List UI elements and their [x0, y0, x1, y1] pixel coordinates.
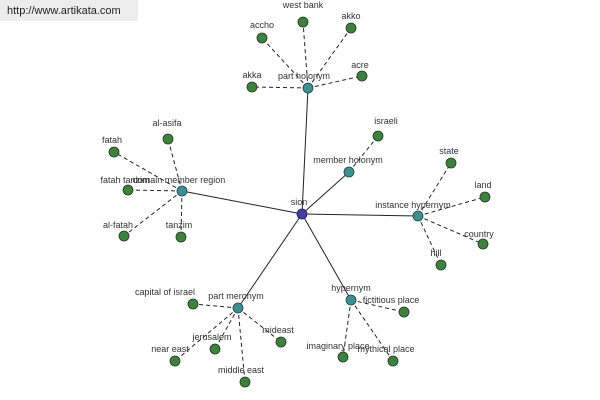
edge-domain-member-region-al-fatah: [123, 190, 183, 237]
hub-label-instance-hypernym: instance hypernym: [375, 200, 451, 210]
leaf-node-capital-of-israel[interactable]: [187, 298, 199, 310]
leaf-node-israeli[interactable]: [372, 130, 384, 142]
leaf-label-jerusalem: jerusalem: [191, 332, 231, 342]
leaf-node-mideast[interactable]: [275, 336, 287, 348]
edge-center-domain-member-region: [181, 190, 303, 215]
edge-member-holonym-israeli: [348, 135, 379, 173]
edge-center-part-holonym: [301, 87, 309, 215]
edge-part-holonym-akko: [307, 27, 352, 89]
leaf-label-capital-of-israel: capital of israel: [135, 287, 195, 297]
leaf-label-fictitious-place: fictitious place: [363, 295, 420, 305]
leaf-node-west-bank[interactable]: [297, 16, 309, 28]
hub-node-hypernym[interactable]: [345, 294, 357, 306]
edge-center-hypernym: [301, 213, 352, 301]
leaf-node-fatah-tanzim[interactable]: [122, 184, 134, 196]
leaf-node-fictitious-place[interactable]: [398, 306, 410, 318]
hub-label-part-holonym: part holonym: [278, 71, 330, 81]
leaf-label-tanzim: tanzim: [166, 220, 193, 230]
hub-label-part-meronym: part meronym: [208, 291, 264, 301]
hub-edges: [181, 87, 419, 309]
leaf-node-al-fatah[interactable]: [118, 230, 130, 242]
leaf-label-fatah-tanzim: fatah tanzim: [100, 175, 149, 185]
hub-node-domain-member-region[interactable]: [176, 185, 188, 197]
graph-labels: west bank accho akko akka acre al-asifa fatah f…: [100, 0, 494, 375]
leaf-edges: [113, 21, 486, 383]
edge-domain-member-region-fatah-tanzim: [127, 189, 183, 192]
leaf-label-fatah: fatah: [102, 135, 122, 145]
hub-label-member-holonym: member holonym: [313, 155, 383, 165]
edge-part-meronym-mideast: [237, 307, 282, 343]
edge-part-meronym-capital-of-israel: [192, 303, 239, 309]
leaf-node-state[interactable]: [445, 157, 457, 169]
watermark-box: http://www.artikata.com: [0, 0, 138, 21]
leaf-label-imaginary-place: imaginary place: [306, 341, 369, 351]
hub-label-domain-member-region: domain member region: [133, 175, 226, 185]
leaf-node-accho[interactable]: [256, 32, 268, 44]
graph-nodes: [108, 16, 491, 388]
leaf-node-imaginary-place[interactable]: [337, 351, 349, 363]
leaf-label-country: country: [464, 229, 494, 239]
leaf-label-middle-east: middle east: [218, 365, 265, 375]
center-node[interactable]: [296, 208, 308, 220]
hub-label-hypernym: hypernym: [331, 283, 371, 293]
edge-domain-member-region-tanzim: [180, 190, 183, 238]
edge-part-holonym-acre: [307, 75, 363, 89]
leaf-node-hill[interactable]: [435, 259, 447, 271]
leaf-label-al-asifa: al-asifa: [152, 118, 181, 128]
edge-hypernym-fictitious-place: [350, 299, 405, 313]
leaf-node-land[interactable]: [479, 191, 491, 203]
edge-instance-hypernym-land: [417, 196, 486, 217]
edge-center-part-meronym: [237, 213, 303, 309]
edge-hypernym-imaginary-place: [342, 299, 352, 358]
leaf-node-middle-east[interactable]: [239, 376, 251, 388]
leaf-label-akka: akka: [242, 70, 261, 80]
edge-hypernym-mythical-place: [350, 299, 394, 362]
leaf-node-country[interactable]: [477, 238, 489, 250]
leaf-node-jerusalem[interactable]: [209, 343, 221, 355]
leaf-label-accho: accho: [250, 20, 274, 30]
leaf-node-near-east[interactable]: [169, 355, 181, 367]
hub-node-part-holonym[interactable]: [302, 82, 314, 94]
hub-node-part-meronym[interactable]: [232, 302, 244, 314]
leaf-label-near-east: near east: [151, 344, 189, 354]
edge-part-holonym-accho: [261, 37, 309, 89]
edge-center-member-holonym: [301, 171, 350, 215]
edge-center-instance-hypernym: [301, 213, 419, 217]
leaf-node-mythical-place[interactable]: [387, 355, 399, 367]
leaf-node-tanzim[interactable]: [175, 231, 187, 243]
leaf-label-acre: acre: [351, 60, 369, 70]
edge-part-holonym-akka: [251, 86, 309, 89]
edge-instance-hypernym-hill: [417, 215, 442, 266]
leaf-label-israeli: israeli: [374, 116, 398, 126]
edge-instance-hypernym-state: [417, 162, 452, 217]
leaf-node-akko[interactable]: [345, 22, 357, 34]
leaf-label-land: land: [474, 180, 491, 190]
edge-part-meronym-jerusalem: [214, 307, 239, 350]
edge-domain-member-region-al-asifa: [167, 138, 183, 192]
center-label: sion: [291, 197, 308, 207]
leaf-label-al-fatah: al-fatah: [103, 220, 133, 230]
watermark-url: http://www.artikata.com: [7, 5, 121, 17]
edge-domain-member-region-fatah: [113, 151, 183, 192]
leaf-node-akka[interactable]: [246, 81, 258, 93]
leaf-label-hill: hill: [430, 248, 441, 258]
leaf-node-fatah[interactable]: [108, 146, 120, 158]
hub-node-member-holonym[interactable]: [343, 166, 355, 178]
leaf-label-west-bank: west bank: [282, 0, 324, 10]
leaf-node-acre[interactable]: [356, 70, 368, 82]
leaf-label-state: state: [439, 146, 459, 156]
leaf-label-mythical-place: mythical place: [357, 344, 414, 354]
leaf-label-mideast: mideast: [262, 325, 294, 335]
edge-instance-hypernym-country: [417, 215, 484, 245]
edge-part-meronym-middle-east: [237, 307, 246, 383]
leaf-label-akko: akko: [341, 11, 360, 21]
leaf-node-al-asifa[interactable]: [162, 133, 174, 145]
hub-node-instance-hypernym[interactable]: [412, 210, 424, 222]
